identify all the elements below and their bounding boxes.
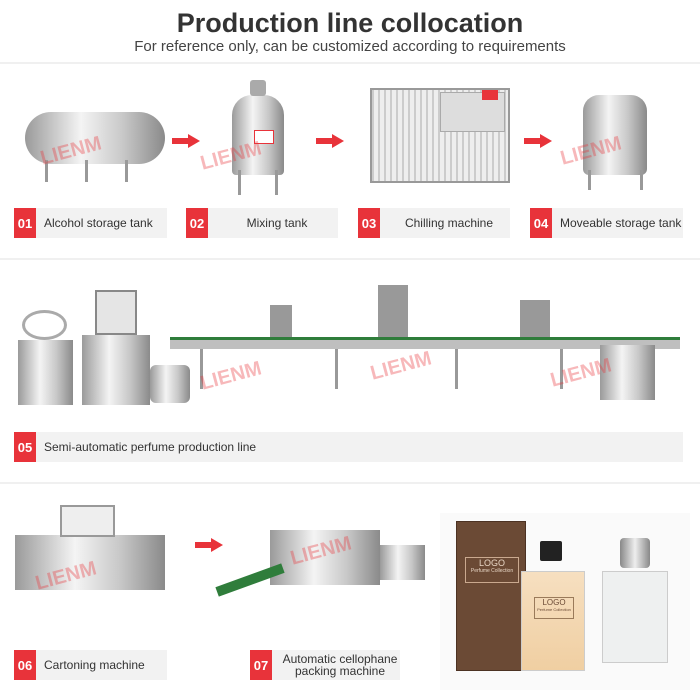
step-label-cartoning-machine: 06 Cartoning machine [14,650,167,680]
step-label-text: Semi-automatic perfume production line [44,440,257,454]
watermark: LIENM [198,357,264,395]
step-label-text: Cartoning machine [44,658,145,672]
divider [0,258,700,260]
step-number: 02 [186,208,208,238]
step-label-alcohol-storage-tank: 01 Alcohol storage tank [14,208,167,238]
watermark: LIENM [368,347,434,385]
step-number: 07 [250,650,272,680]
page-subtitle: For reference only, can be customized ac… [134,38,566,55]
box-logo-text: LOGO [478,558,505,568]
step-label-mixing-tank: 02 Mixing tank [186,208,338,238]
step-label-text: Chilling machine [404,216,494,230]
step-label-moveable-storage-tank: 04 Moveable storage tank [530,208,683,238]
divider [0,62,700,64]
step-label-cellophane-packing-machine: 07 Automatic cellophane packing machine [250,650,400,680]
step-label-text: Moveable storage tank [560,216,682,230]
perfume-product-image: LOGO Perfume Collection LOGO Perfume Col… [440,513,690,690]
page-title: Production line collocation [176,8,524,38]
step-number: 03 [358,208,380,238]
divider [0,482,700,484]
step-number: 06 [14,650,36,680]
arrow-icon [524,134,552,148]
step-number: 05 [14,432,36,462]
alcohol-storage-tank-image [25,112,165,164]
step-label-text: Automatic cellophane packing machine [282,652,398,678]
step-number: 04 [530,208,552,238]
step-label-perfume-production-line: 05 Semi-automatic perfume production line [14,432,683,462]
arrow-icon [172,134,200,148]
cartoning-machine-image [15,535,165,590]
arrow-icon [316,134,344,148]
arrow-icon [195,538,223,552]
bottle-collection-text: Perfume Collection [537,607,571,612]
cellophane-packing-machine-image [270,530,380,585]
step-label-text: Alcohol storage tank [44,216,153,230]
bottle-logo-text: LOGO [542,598,566,607]
moveable-storage-tank-image [583,95,647,175]
step-label-text: Mixing tank [246,216,308,230]
box-collection-text: Perfume Collection [470,568,514,574]
step-label-chilling-machine: 03 Chilling machine [358,208,510,238]
step-number: 01 [14,208,36,238]
